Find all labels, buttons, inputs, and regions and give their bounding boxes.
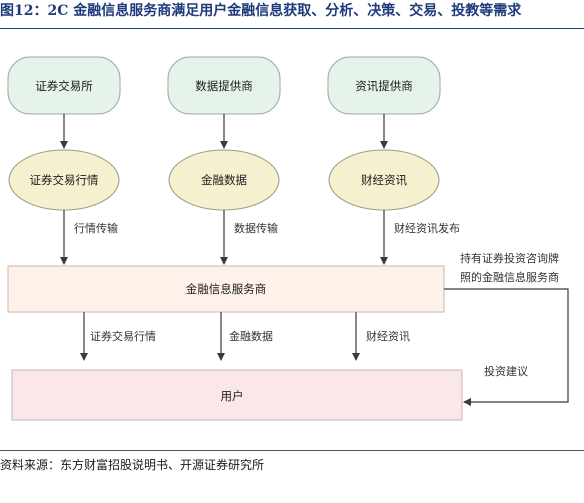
node-users: 用户 xyxy=(11,369,463,421)
label-licensed-line1: 持有证券投资咨询牌 xyxy=(460,251,559,265)
figure-title: 图12：2C 金融信息服务商满足用户金融信息获取、分析、决策、交易、投教等需求 xyxy=(0,3,522,19)
node-data-provider-label: 数据提供商 xyxy=(195,79,253,93)
edge-label-data-transfer: 数据传输 xyxy=(234,221,278,235)
node-market-quotes: 证券交易行情 xyxy=(8,149,120,211)
label-licensed-line2: 照的金融信息服务商 xyxy=(460,270,559,284)
node-financial-data: 金融数据 xyxy=(168,149,280,211)
edge-label-user-news: 财经资讯 xyxy=(366,329,410,343)
node-financial-news-label: 财经资讯 xyxy=(361,173,407,187)
title-divider xyxy=(0,28,584,29)
node-data-provider: 数据提供商 xyxy=(167,56,281,115)
node-exchange: 证券交易所 xyxy=(7,56,121,115)
node-market-quotes-label: 证券交易行情 xyxy=(30,173,99,187)
node-financial-data-label: 金融数据 xyxy=(201,173,247,187)
edge-label-quotes-transfer: 行情传输 xyxy=(74,221,118,235)
edge-label-user-quotes: 证券交易行情 xyxy=(90,329,156,343)
node-users-label: 用户 xyxy=(221,389,244,403)
edge-label-advice: 投资建议 xyxy=(484,364,528,378)
edge-label-news-publish: 财经资讯发布 xyxy=(394,221,460,235)
node-exchange-label: 证券交易所 xyxy=(35,79,93,93)
edge-label-user-data: 金融数据 xyxy=(229,329,273,343)
node-info-provider: 资讯提供商 xyxy=(327,56,441,115)
node-financial-news: 财经资讯 xyxy=(328,149,440,211)
arrow-advice xyxy=(444,288,569,406)
source-note: 资料来源：东方财富招股说明书、开源证券研究所 xyxy=(0,458,265,472)
source-divider xyxy=(0,450,584,451)
node-service-provider: 金融信息服务商 xyxy=(7,265,445,313)
node-info-provider-label: 资讯提供商 xyxy=(355,79,413,93)
node-service-provider-label: 金融信息服务商 xyxy=(186,282,267,296)
